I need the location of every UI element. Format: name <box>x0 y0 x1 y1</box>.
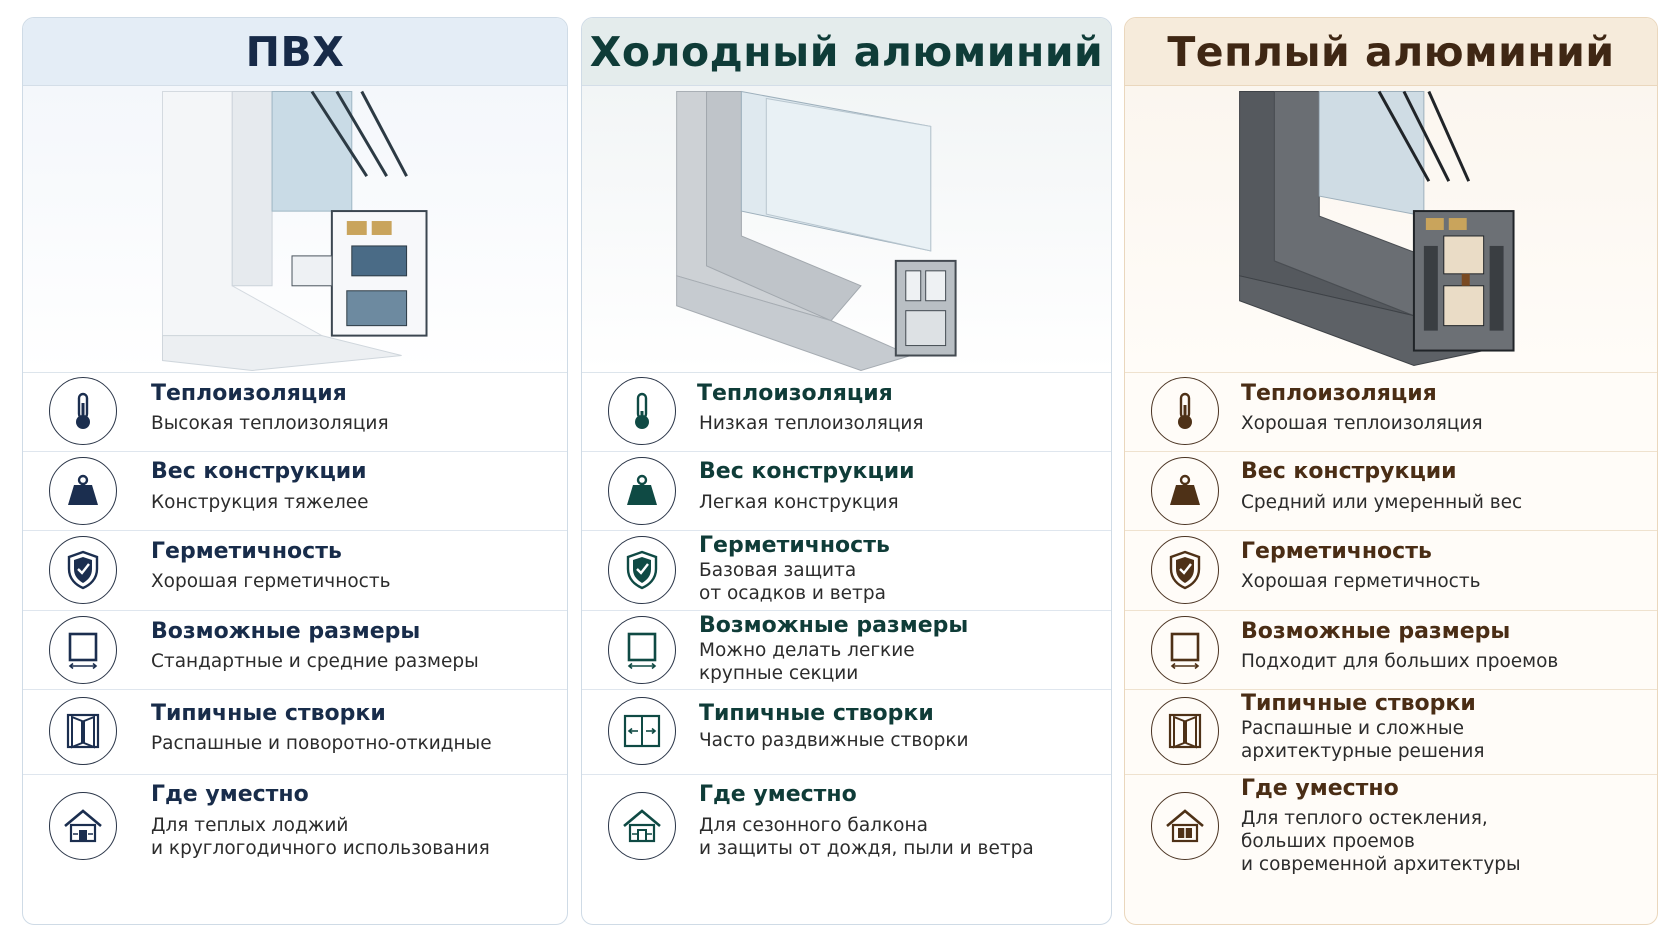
row-desc: Низкая теплоизоляция <box>699 413 924 434</box>
feature-row: Возможные размеры Можно делать легкие кр… <box>582 610 1111 690</box>
feature-row: Возможные размеры Стандартные и средние … <box>23 610 567 690</box>
column-cold-aluminium: Холодный алюминий Теплоизоляция Низкая т… <box>581 17 1112 925</box>
weight-icon <box>608 457 676 525</box>
sliding-sash-icon <box>608 697 676 765</box>
row-desc: Конструкция тяжелее <box>151 492 369 513</box>
row-title: Где уместно <box>1241 776 1399 801</box>
row-desc: и защиты от дождя, пыли и ветра <box>699 838 1034 859</box>
column-title: Холодный алюминий <box>582 18 1111 86</box>
row-desc: Средний или умеренный вес <box>1241 492 1523 513</box>
size-frame-icon <box>608 616 676 684</box>
row-desc: Стандартные и средние размеры <box>151 651 479 672</box>
row-desc: Распашные и поворотно-откидные <box>151 733 492 754</box>
feature-row: Где уместно Для теплых лоджий и круглого… <box>23 774 567 924</box>
column-pvc: ПВХ Теплоизоляция Высокая теплоизоляция <box>22 17 568 925</box>
feature-row: Где уместно Для теплого остекления, боль… <box>1125 774 1657 924</box>
row-desc: Хорошая теплоизоляция <box>1241 413 1483 434</box>
shield-icon <box>49 536 117 604</box>
row-desc: Для теплых лоджий <box>151 815 349 836</box>
row-title: Где уместно <box>151 782 309 807</box>
thermometer-icon <box>49 377 117 445</box>
cold-aluminium-window-profile-icon <box>676 90 957 371</box>
column-warm-aluminium: Теплый алюминий Теплоизоляция Хорошая те… <box>1124 17 1658 925</box>
feature-row: Типичные створки Распашные и сложные арх… <box>1125 689 1657 775</box>
feature-row: Теплоизоляция Хорошая теплоизоляция <box>1125 371 1657 452</box>
row-desc: и круглогодичного использования <box>151 838 490 859</box>
row-title: Вес конструкции <box>1241 459 1457 484</box>
feature-row: Типичные створки Распашные и поворотно-о… <box>23 689 567 775</box>
row-title: Типичные створки <box>699 701 934 726</box>
row-title: Герметичность <box>1241 539 1432 564</box>
feature-row: Возможные размеры Подходит для больших п… <box>1125 610 1657 690</box>
row-title: Типичные створки <box>151 701 386 726</box>
sash-icon <box>1151 697 1219 765</box>
weight-icon <box>49 457 117 525</box>
shield-icon <box>1151 536 1219 604</box>
row-desc: крупные секции <box>699 663 859 684</box>
column-title: Теплый алюминий <box>1125 18 1657 86</box>
row-desc: архитектурные решения <box>1241 741 1485 762</box>
row-desc: от осадков и ветра <box>699 583 886 604</box>
warm-aluminium-window-profile-icon <box>1239 90 1515 367</box>
row-desc: Можно делать легкие <box>699 640 915 661</box>
row-desc: Хорошая герметичность <box>151 571 391 592</box>
feature-row: Герметичность Хорошая герметичность <box>1125 530 1657 611</box>
row-title: Теплоизоляция <box>697 381 893 406</box>
row-title: Герметичность <box>699 533 890 558</box>
feature-row: Герметичность Хорошая герметичность <box>23 530 567 611</box>
cold-aluminium-profile-image <box>582 86 1111 373</box>
weight-icon <box>1151 457 1219 525</box>
feature-row: Вес конструкции Конструкция тяжелее <box>23 451 567 531</box>
pvc-window-profile-icon <box>161 90 428 371</box>
row-title: Где уместно <box>699 782 857 807</box>
row-title: Герметичность <box>151 539 342 564</box>
row-title: Возможные размеры <box>151 619 421 644</box>
row-desc: Для сезонного балкона <box>699 815 928 836</box>
row-desc: Часто раздвижные створки <box>699 730 969 751</box>
feature-row: Вес конструкции Легкая конструкция <box>582 451 1111 531</box>
row-desc: Хорошая герметичность <box>1241 571 1481 592</box>
pvc-profile-image <box>23 86 567 373</box>
warm-aluminium-profile-image <box>1125 86 1657 373</box>
column-title: ПВХ <box>23 18 567 86</box>
row-title: Вес конструкции <box>699 459 915 484</box>
feature-row: Где уместно Для сезонного балкона и защи… <box>582 774 1111 924</box>
size-frame-icon <box>49 616 117 684</box>
row-desc: Базовая защита <box>699 560 857 581</box>
shield-icon <box>608 536 676 604</box>
feature-row: Теплоизоляция Низкая теплоизоляция <box>582 371 1111 452</box>
row-title: Возможные размеры <box>1241 619 1511 644</box>
feature-row: Герметичность Базовая защита от осадков … <box>582 530 1111 611</box>
row-title: Типичные створки <box>1241 691 1476 716</box>
size-frame-icon <box>1151 616 1219 684</box>
row-title: Теплоизоляция <box>1241 381 1437 406</box>
row-title: Возможные размеры <box>699 613 969 638</box>
row-title: Теплоизоляция <box>151 381 347 406</box>
row-desc: Подходит для больших проемов <box>1241 651 1559 672</box>
feature-row: Типичные створки Часто раздвижные створк… <box>582 689 1111 775</box>
row-title: Вес конструкции <box>151 459 367 484</box>
row-desc: больших проемов <box>1241 831 1415 852</box>
row-desc: Для теплого остекления, <box>1241 808 1488 829</box>
house-icon <box>49 792 117 860</box>
row-desc: Высокая теплоизоляция <box>151 413 389 434</box>
thermometer-icon <box>1151 377 1219 445</box>
house-icon <box>1151 792 1219 860</box>
house-icon <box>608 792 676 860</box>
thermometer-icon <box>608 377 676 445</box>
row-desc: Распашные и сложные <box>1241 718 1464 739</box>
feature-row: Вес конструкции Средний или умеренный ве… <box>1125 451 1657 531</box>
sash-icon <box>49 697 117 765</box>
row-desc: Легкая конструкция <box>699 492 899 513</box>
row-desc: и современной архитектуры <box>1241 854 1521 875</box>
feature-row: Теплоизоляция Высокая теплоизоляция <box>23 371 567 452</box>
